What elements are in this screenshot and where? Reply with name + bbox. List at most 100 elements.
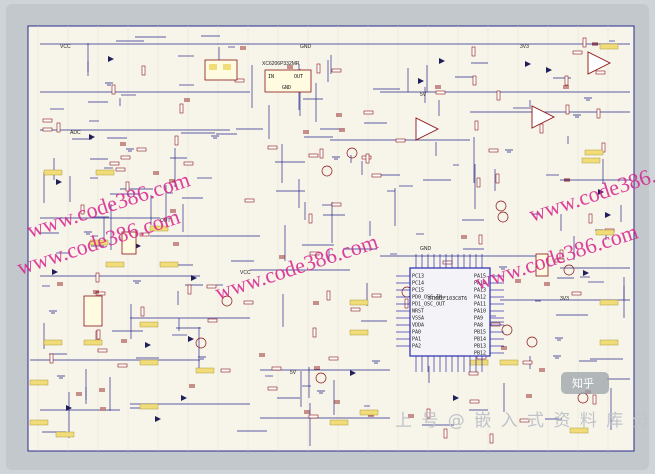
resistor (565, 104, 570, 115)
net-label: GND (420, 246, 432, 252)
transistor (526, 336, 538, 348)
resistor (592, 394, 597, 405)
resistor (243, 300, 254, 305)
resistor (472, 75, 477, 86)
mcu-chip: STM32F103C8T6 PC13PC14PC15PD0_OSC_INPD1_… (396, 254, 504, 372)
net-flag (95, 169, 115, 176)
resistor (350, 307, 361, 312)
resistor (595, 70, 606, 75)
net-label: VCC (60, 44, 71, 50)
resistor (42, 118, 53, 123)
net-flag (43, 339, 63, 346)
mcu-pin-label: PA12 (474, 295, 486, 301)
resistor (469, 399, 480, 404)
mcu-pin-label: PC13 (412, 274, 424, 280)
resistor (478, 234, 483, 245)
resistor (435, 90, 446, 95)
connector-header-1 (83, 231, 549, 327)
resistor (96, 329, 101, 340)
opamp-3 (587, 51, 612, 75)
resistor (308, 213, 313, 224)
regulator-part-label: XC6206P332MR (262, 61, 300, 67)
resistor (308, 414, 319, 419)
resistor (488, 148, 499, 153)
net-flag (55, 431, 75, 438)
resistor (267, 145, 278, 150)
resistor (571, 291, 582, 296)
net-flag (599, 339, 619, 346)
resistor (141, 65, 146, 76)
resistor (572, 50, 583, 55)
net-flag (83, 339, 103, 346)
net-label: GND (300, 44, 312, 50)
net-flag (359, 409, 379, 416)
resistor (426, 408, 431, 419)
resistor (365, 153, 370, 164)
resistor (489, 433, 494, 444)
resistor (95, 272, 100, 283)
diode (546, 67, 552, 73)
resistor (174, 135, 179, 146)
resistor (363, 110, 374, 115)
diode (135, 243, 141, 249)
diode (155, 416, 161, 422)
diode (605, 212, 611, 218)
regulator-pin-gnd: GND (282, 85, 291, 91)
diode (188, 336, 194, 342)
mcu-pin-label: PA9 (474, 316, 483, 322)
resistor (490, 322, 501, 327)
resistor (49, 353, 54, 364)
net-flag (159, 261, 179, 268)
resistor (476, 177, 481, 188)
net-flag (581, 157, 601, 164)
transistor (346, 147, 358, 159)
resistor (115, 167, 126, 172)
resistor (207, 318, 218, 323)
resistor (316, 63, 321, 74)
resistor (596, 108, 601, 119)
resistor (601, 142, 606, 153)
resistor (271, 366, 282, 371)
resistor (267, 386, 278, 391)
net-label: 3V3 (520, 44, 529, 50)
mcu-pin-label: PA15 (474, 274, 486, 280)
resistor (80, 204, 85, 215)
footer-watermark: 上 号 @ 嵌 入 式 资 料 库 分 享 (395, 411, 655, 431)
resistor (234, 78, 245, 83)
resistor (539, 123, 544, 134)
resistor (582, 37, 587, 48)
resistor (95, 291, 106, 296)
voltage-regulator: XC6206P332MR IN OUT GND (262, 61, 312, 93)
diode (350, 370, 356, 376)
zhihu-logo-icon: 知乎 (572, 376, 594, 390)
diode (598, 189, 604, 195)
resistor (179, 103, 184, 114)
resistor (588, 213, 593, 224)
diode (525, 61, 531, 67)
net-flag (595, 229, 615, 236)
mcu-pin-label: PB14 (474, 337, 486, 343)
resistor (519, 418, 530, 423)
net-flag (105, 261, 125, 268)
diode (453, 395, 459, 401)
resistor (220, 368, 231, 373)
mcu-pin-layer: PC13PC14PC15PD0_OSC_INPD1_OSC_OUTNRSTVSS… (396, 254, 504, 372)
mcu-pin-label: PD1_OSC_OUT (412, 302, 445, 308)
resistor (328, 356, 339, 361)
net-label: ADC (70, 130, 81, 136)
net-flag (599, 299, 619, 306)
mcu-part-label: STM32F103C8T6 (428, 296, 467, 302)
net-flag (599, 43, 619, 50)
opamp-1 (415, 117, 440, 141)
resistor (97, 348, 108, 353)
net-flag (349, 329, 369, 336)
mcu-pin-label: PA2 (412, 344, 421, 350)
mcu-pin-label: VSSA (412, 316, 424, 322)
net-flag (149, 225, 169, 232)
mcu-pin-label: PA14 (474, 281, 486, 287)
resistor (404, 298, 409, 309)
source-badge: 知乎 (561, 372, 609, 394)
transistor (195, 337, 207, 349)
